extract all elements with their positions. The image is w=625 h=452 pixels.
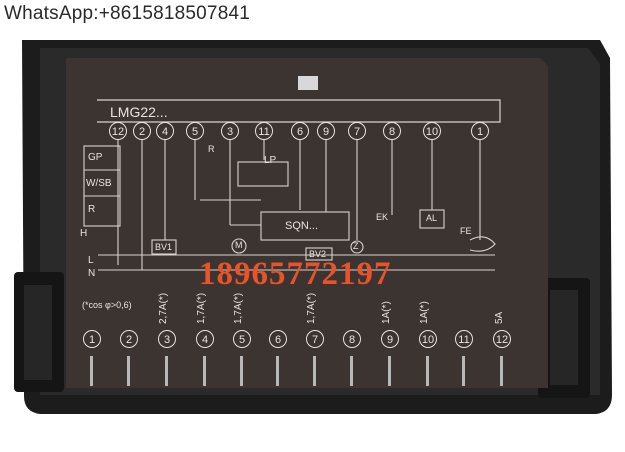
top-terminal-7: 7 [348,122,366,140]
top-terminal-12: 12 [109,122,127,140]
label-m: M [235,240,243,250]
bottom-terminal-11: 11 [455,330,473,348]
rating-t3: 2,7A(*) [158,292,169,324]
top-terminal-11: 11 [255,122,273,140]
label-gp: GP [88,152,103,163]
bottom-terminal-4: 4 [196,330,214,348]
top-terminal-10: 10 [423,122,441,140]
phone-number-overlay: 18965772197 [199,256,392,292]
label-r: R [88,204,96,215]
rating-t7: 1,7A(*) [306,292,317,324]
label-al: AL [426,213,438,223]
top-terminal-6: 6 [291,122,309,140]
top-terminal-1: 1 [471,122,489,140]
top-terminal-9: 9 [317,122,335,140]
cos-rating: (*cos φ>0,6) [82,300,132,310]
model-label: LMG22... [110,104,168,120]
rating-t4: 1,7A(*) [196,292,207,324]
top-terminal-3: 3 [221,122,239,140]
label-bv1: BV1 [155,242,173,252]
label-h: H [80,228,88,239]
label-z: Z [353,241,359,251]
rating-t10: 1A(*) [419,301,430,324]
label-l: L [88,255,94,266]
label-lp: LP [264,155,277,166]
bottom-terminal-1: 1 [83,330,101,348]
bottom-terminal-10: 10 [419,330,437,348]
bottom-terminal-2: 2 [120,330,138,348]
label-ek: EK [376,212,389,222]
bottom-terminal-12: 12 [493,330,511,348]
bottom-terminal-9: 9 [381,330,399,348]
rating-t12: 5A [494,311,505,324]
bottom-terminal-7: 7 [306,330,324,348]
top-terminal-8: 8 [383,122,401,140]
label-plate [66,58,548,388]
bottom-terminal-3: 3 [158,330,176,348]
label-bv2: BV2 [309,249,327,259]
top-terminal-4: 4 [156,122,174,140]
bottom-terminal-8: 8 [343,330,361,348]
watermark-text: WhatsApp:+8615818507841 [4,3,250,24]
label-sqn: SQN... [285,220,319,232]
bottom-terminal-5: 5 [233,330,251,348]
label-n: N [88,268,96,279]
top-terminal-5: 5 [186,122,204,140]
label-r-small: R [208,144,215,154]
label-fe: FE [460,226,472,236]
bottom-terminal-6: 6 [269,330,287,348]
label-wsb: W/SB [86,178,112,189]
rating-t9: 1A(*) [381,301,392,324]
rating-t5: 1,7A(*) [233,292,244,324]
top-terminal-2: 2 [133,122,151,140]
